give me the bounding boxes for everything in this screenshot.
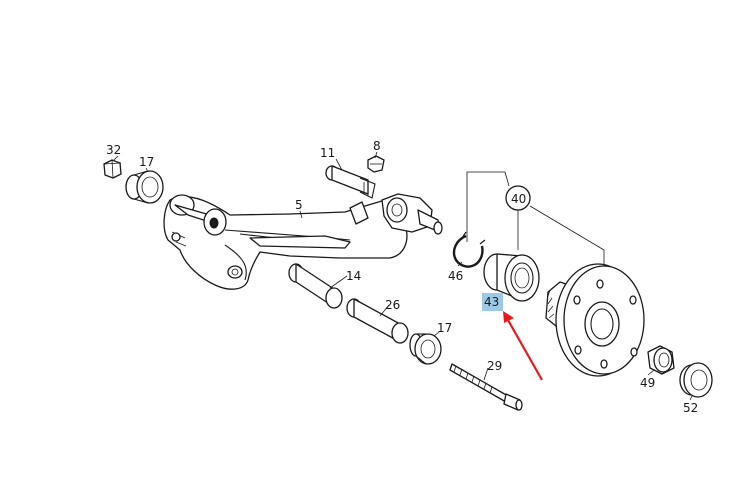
part-29-bolt[interactable] xyxy=(449,363,523,411)
label-17-upper: 17 xyxy=(139,155,154,169)
label-14: 14 xyxy=(346,269,361,283)
label-17-lower: 17 xyxy=(437,321,452,335)
label-40-circle xyxy=(505,185,531,211)
label-32: 32 xyxy=(106,143,121,157)
part-32-nut[interactable] xyxy=(103,159,122,179)
part-43-wheel-bearing[interactable] xyxy=(483,253,540,302)
part-26-sleeve[interactable] xyxy=(346,298,409,344)
label-43: 43 xyxy=(484,295,499,309)
label-26: 26 xyxy=(385,298,400,312)
label-49: 49 xyxy=(640,376,655,390)
part-17-bushing-lower[interactable] xyxy=(409,333,442,365)
leader-lines xyxy=(113,151,693,401)
part-5-trailing-arm[interactable] xyxy=(163,194,408,290)
label-52: 52 xyxy=(683,401,698,415)
label-40-bracket xyxy=(466,171,605,266)
label-40: 40 xyxy=(511,192,526,206)
wheel-hub-flange[interactable] xyxy=(545,263,645,377)
stub-axle-carrier[interactable] xyxy=(349,193,443,235)
part-11-pin[interactable] xyxy=(325,165,376,199)
highlight-box-43 xyxy=(482,293,503,311)
label-11: 11 xyxy=(320,146,335,160)
part-49-axle-nut[interactable] xyxy=(647,345,675,375)
label-5: 5 xyxy=(295,198,303,212)
part-8-grease-nipple[interactable] xyxy=(367,155,385,173)
red-arrow xyxy=(503,311,543,381)
part-17-bushing-upper[interactable] xyxy=(125,170,164,204)
part-52-dust-cap[interactable] xyxy=(679,362,713,398)
label-46: 46 xyxy=(448,269,463,283)
label-8: 8 xyxy=(373,139,381,153)
part-14-sleeve[interactable] xyxy=(288,263,343,309)
label-29: 29 xyxy=(487,359,502,373)
part-46-circlip[interactable] xyxy=(452,231,486,268)
